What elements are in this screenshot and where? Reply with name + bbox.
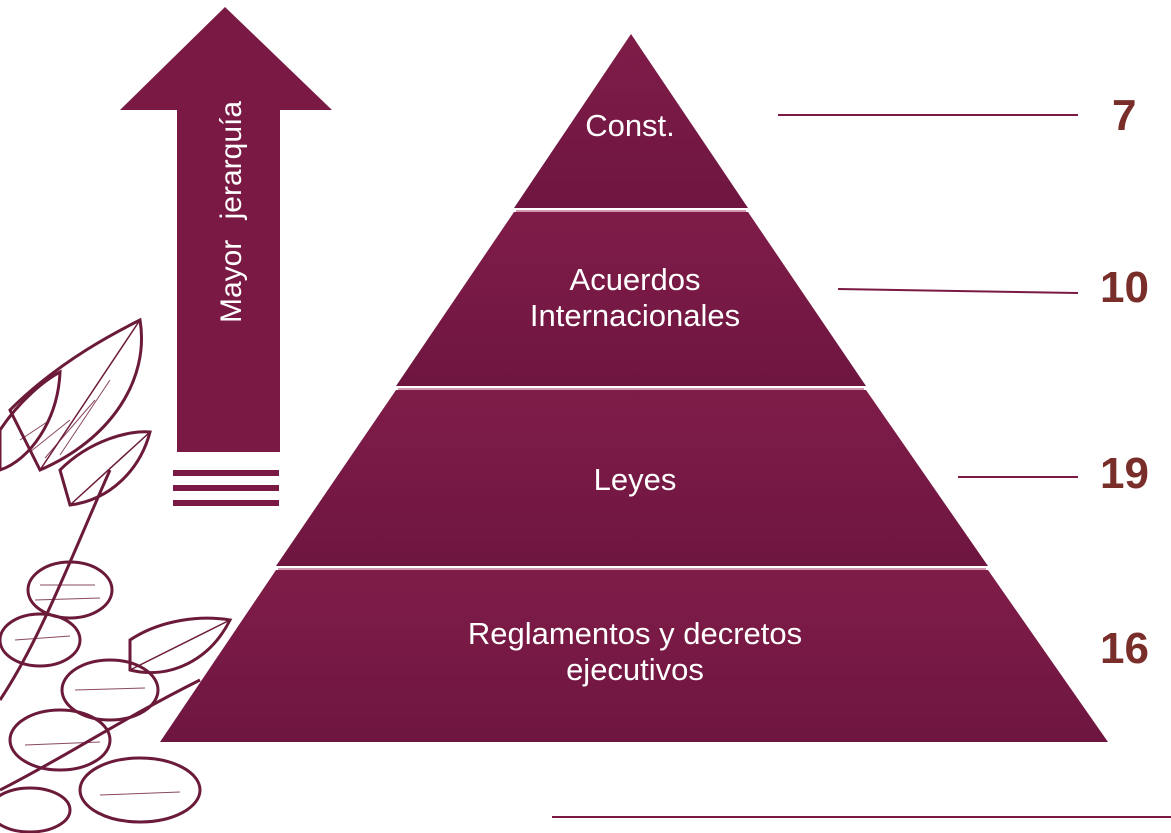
count-leyes: 19	[1100, 449, 1149, 498]
tier-label-acuerdos: Acuerdos Internacionales	[529, 262, 741, 333]
count-reglamentos: 16	[1100, 624, 1149, 673]
tier-label-leyes: Leyes	[593, 462, 677, 497]
tier-label-const: Const.	[585, 108, 675, 143]
pyramid-tier-3	[276, 390, 988, 566]
arrow-stripe	[173, 485, 279, 491]
tier-label-reglamentos: Reglamentos y decretos ejecutivos	[467, 616, 803, 687]
pyramid-tier-1	[514, 34, 748, 208]
leader-line-2	[837, 288, 1079, 294]
arrow-stripe	[173, 470, 279, 476]
count-const: 7	[1112, 91, 1137, 140]
arrow-shape	[120, 7, 332, 452]
count-acuerdos: 10	[1100, 263, 1149, 312]
pyramid-tier-4	[160, 570, 1108, 742]
arrow-stripe	[173, 500, 279, 506]
pyramid-tier-2	[396, 212, 866, 386]
